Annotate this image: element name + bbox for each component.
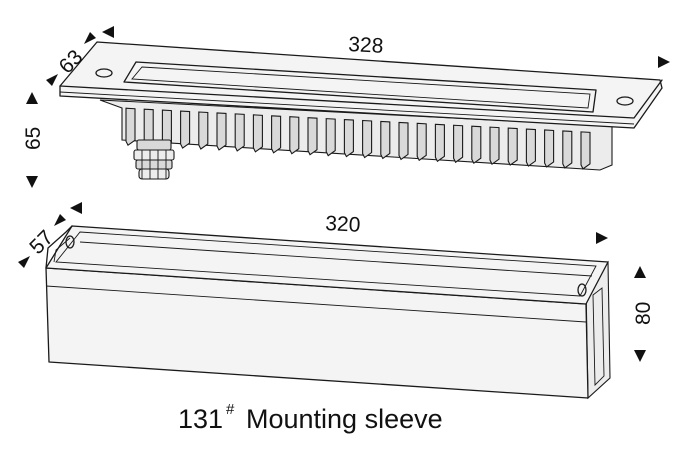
heat-sink-fin: [453, 124, 464, 164]
heat-sink-fin: [525, 128, 536, 167]
light-fixture: [59, 41, 663, 180]
dimension-label-320: 320: [325, 212, 361, 237]
mounting-sleeve: [45, 225, 611, 400]
fixture-lens-window: [123, 61, 597, 113]
heat-sink-fin: [180, 110, 191, 149]
heat-sink-fin: [507, 127, 518, 166]
heat-sink-fin: [562, 130, 573, 169]
heat-sink-fin: [544, 129, 555, 168]
heat-sink-fin: [198, 111, 209, 150]
cable-gland: [133, 139, 175, 180]
heat-sink-fin: [398, 121, 409, 161]
dimension-fixture-length: 328: [102, 26, 670, 68]
heat-sink-fins: [125, 107, 591, 170]
heat-sink-fin: [271, 115, 282, 154]
heat-sink-fin: [380, 120, 391, 160]
heat-sink-fin: [325, 118, 336, 157]
dimension-fixture-height: 65: [22, 92, 45, 188]
dimension-label-328: 328: [348, 33, 384, 58]
heat-sink-fin: [307, 117, 318, 156]
caption: 131 # Mounting sleeve: [178, 401, 443, 434]
heat-sink-fin: [343, 118, 354, 158]
dimension-sleeve-height: 80: [632, 266, 655, 362]
heat-sink-fin: [362, 119, 373, 159]
dimension-sleeve-length: 320: [70, 202, 608, 244]
dimension-label-65: 65: [22, 127, 45, 150]
heat-sink-fin: [216, 112, 227, 151]
sleeve-top-rim: [45, 225, 609, 305]
dimension-label-57: 57: [25, 226, 58, 259]
caption-model-mark: #: [226, 401, 235, 418]
heat-sink-fin: [234, 113, 245, 152]
heat-sink-fin: [471, 125, 482, 165]
heat-sink-fin: [489, 126, 500, 165]
heat-sink-fin: [125, 107, 136, 147]
sleeve-hole-right: [577, 283, 587, 297]
sleeve-hole-left: [65, 235, 75, 249]
screw-hole-right: [616, 96, 634, 106]
heat-sink-fin: [416, 122, 427, 162]
heat-sink-fin: [580, 131, 591, 170]
caption-title: Mounting sleeve: [246, 404, 443, 434]
heat-sink-fin: [289, 116, 300, 155]
dimension-label-80: 80: [632, 302, 655, 325]
screw-hole-left: [95, 68, 113, 78]
heat-sink-fin: [252, 114, 263, 153]
heat-sink-fin: [434, 123, 445, 163]
caption-model-number: 131: [178, 404, 223, 434]
